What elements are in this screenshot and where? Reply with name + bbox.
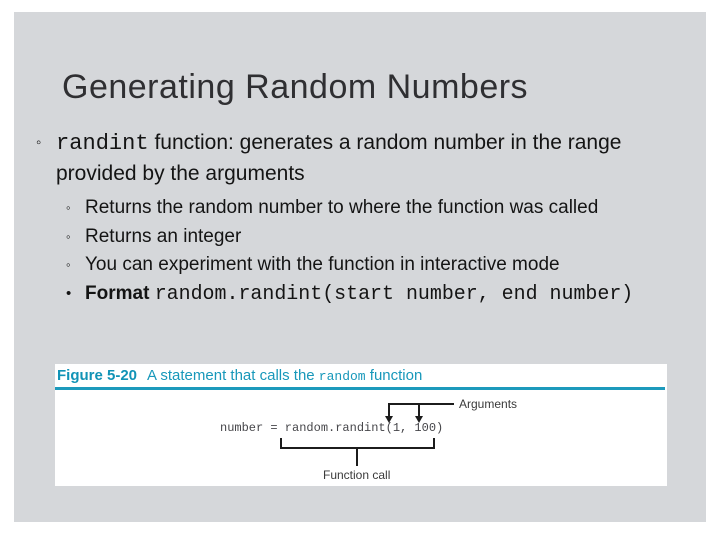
bullet-marker-hollow: ◦ [36,134,42,151]
function-call-bracket-left [280,438,282,449]
figure-caption-code: random [318,369,366,384]
bullet-text: randint function: generates a random num… [56,128,666,189]
bullet-marker-hollow: ◦ [66,200,71,215]
bullet-marker-hollow: ◦ [66,228,71,244]
figure-code-statement: number = random.randint(1, 100) [220,421,444,435]
figure-caption-text: A statement that calls the [147,367,319,384]
figure-5-20-panel: Figure 5-20 A statement that calls the ra… [55,364,667,486]
slide: Generating Random Numbers ◦ randint func… [14,12,706,522]
sub-bullet-text: You can experiment with the function in … [85,254,560,275]
figure-divider-rule [55,387,665,390]
arguments-bracket-drop-left [388,403,390,417]
arguments-bracket-drop-right [418,403,420,417]
sub-bullet-list: ◦ Returns the random number to where the… [66,194,678,308]
figure-caption-text-end: function [365,367,423,384]
function-call-stem [356,449,358,466]
function-call-bracket-right [433,438,435,449]
sub-bullet-text: Format random.randint(start number, end … [85,280,633,309]
sub-bullet-text: Returns the random number to where the f… [85,197,599,218]
figure-caption: Figure 5-20 A statement that calls the ra… [57,367,422,384]
sub-bullet-returns-number: ◦ Returns the random number to where the… [66,194,678,223]
arrow-down-icon [385,416,393,423]
bullet-rest-text: function: generates a random number in t… [56,131,622,185]
bullet-marker-hollow: ◦ [66,257,71,272]
arrow-down-icon [415,416,423,423]
slide-title: Generating Random Numbers [62,68,529,106]
figure-number-label: Figure 5-20 [57,367,138,384]
sub-bullet-experiment: ◦ You can experiment with the function i… [66,251,678,280]
sub-bullet-format: • Format random.randint(start number, en… [66,280,678,309]
bullet-marker-filled: • [66,284,72,302]
arguments-label: Arguments [459,397,518,411]
sub-bullet-text: Returns an integer [85,225,242,247]
format-label: Format [85,282,155,304]
sub-bullet-returns-integer: ◦ Returns an integer [66,223,678,252]
function-call-bracket-bottom [280,447,435,449]
format-code: random.randint(start number, end number) [154,281,634,305]
bullet-code-randint: randint [56,131,149,156]
arguments-bracket-line [388,403,454,405]
bullet-randint: ◦ randint function: generates a random n… [36,128,666,189]
function-call-label: Function call [323,468,391,482]
